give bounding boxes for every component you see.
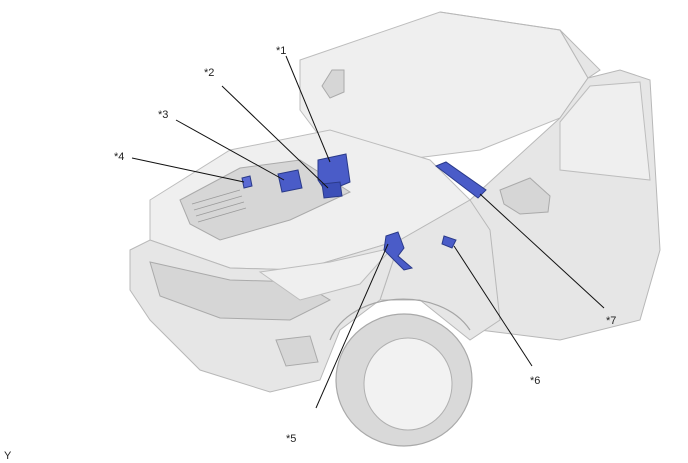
leader-5	[315, 243, 389, 409]
component-5-bracket	[383, 231, 414, 271]
leader-7	[479, 193, 605, 309]
side-mirror	[499, 177, 551, 215]
leader-6	[453, 245, 533, 367]
leader-lines	[131, 55, 605, 409]
corner-reference-label: Y	[4, 450, 12, 462]
leader-3	[175, 119, 285, 181]
far-side-mirror	[321, 69, 345, 99]
leader-4	[131, 157, 245, 183]
highlighted-components	[241, 153, 487, 271]
leader-1	[285, 55, 331, 163]
front-rim	[363, 337, 453, 431]
callout-label-6: *6	[530, 375, 540, 387]
side-window	[559, 81, 651, 181]
vehicle-illustration	[129, 11, 661, 447]
callout-label-5: *5	[286, 433, 296, 445]
callout-labels: *1 *2 *3 *4 *5 *6 *7	[114, 45, 616, 445]
roof-edge	[439, 11, 601, 79]
callout-label-7: *7	[606, 315, 616, 327]
callout-label-4: *4	[114, 151, 124, 163]
leader-2	[221, 85, 329, 189]
engine-bay	[179, 159, 352, 241]
component-3-block	[277, 169, 303, 193]
component-7-unit	[434, 161, 487, 199]
callout-label-1: *1	[276, 45, 286, 57]
fog-lamp	[275, 335, 319, 367]
callout-label-2: *2	[204, 67, 214, 79]
component-2-connector	[321, 181, 343, 199]
headlamp	[258, 247, 394, 301]
grille	[149, 261, 332, 321]
callout-label-3: *3	[158, 109, 168, 121]
component-6-sensor	[441, 235, 457, 249]
component-4-sensor	[241, 175, 253, 189]
radiator-detail	[191, 189, 247, 223]
wheel-arch	[329, 298, 471, 341]
